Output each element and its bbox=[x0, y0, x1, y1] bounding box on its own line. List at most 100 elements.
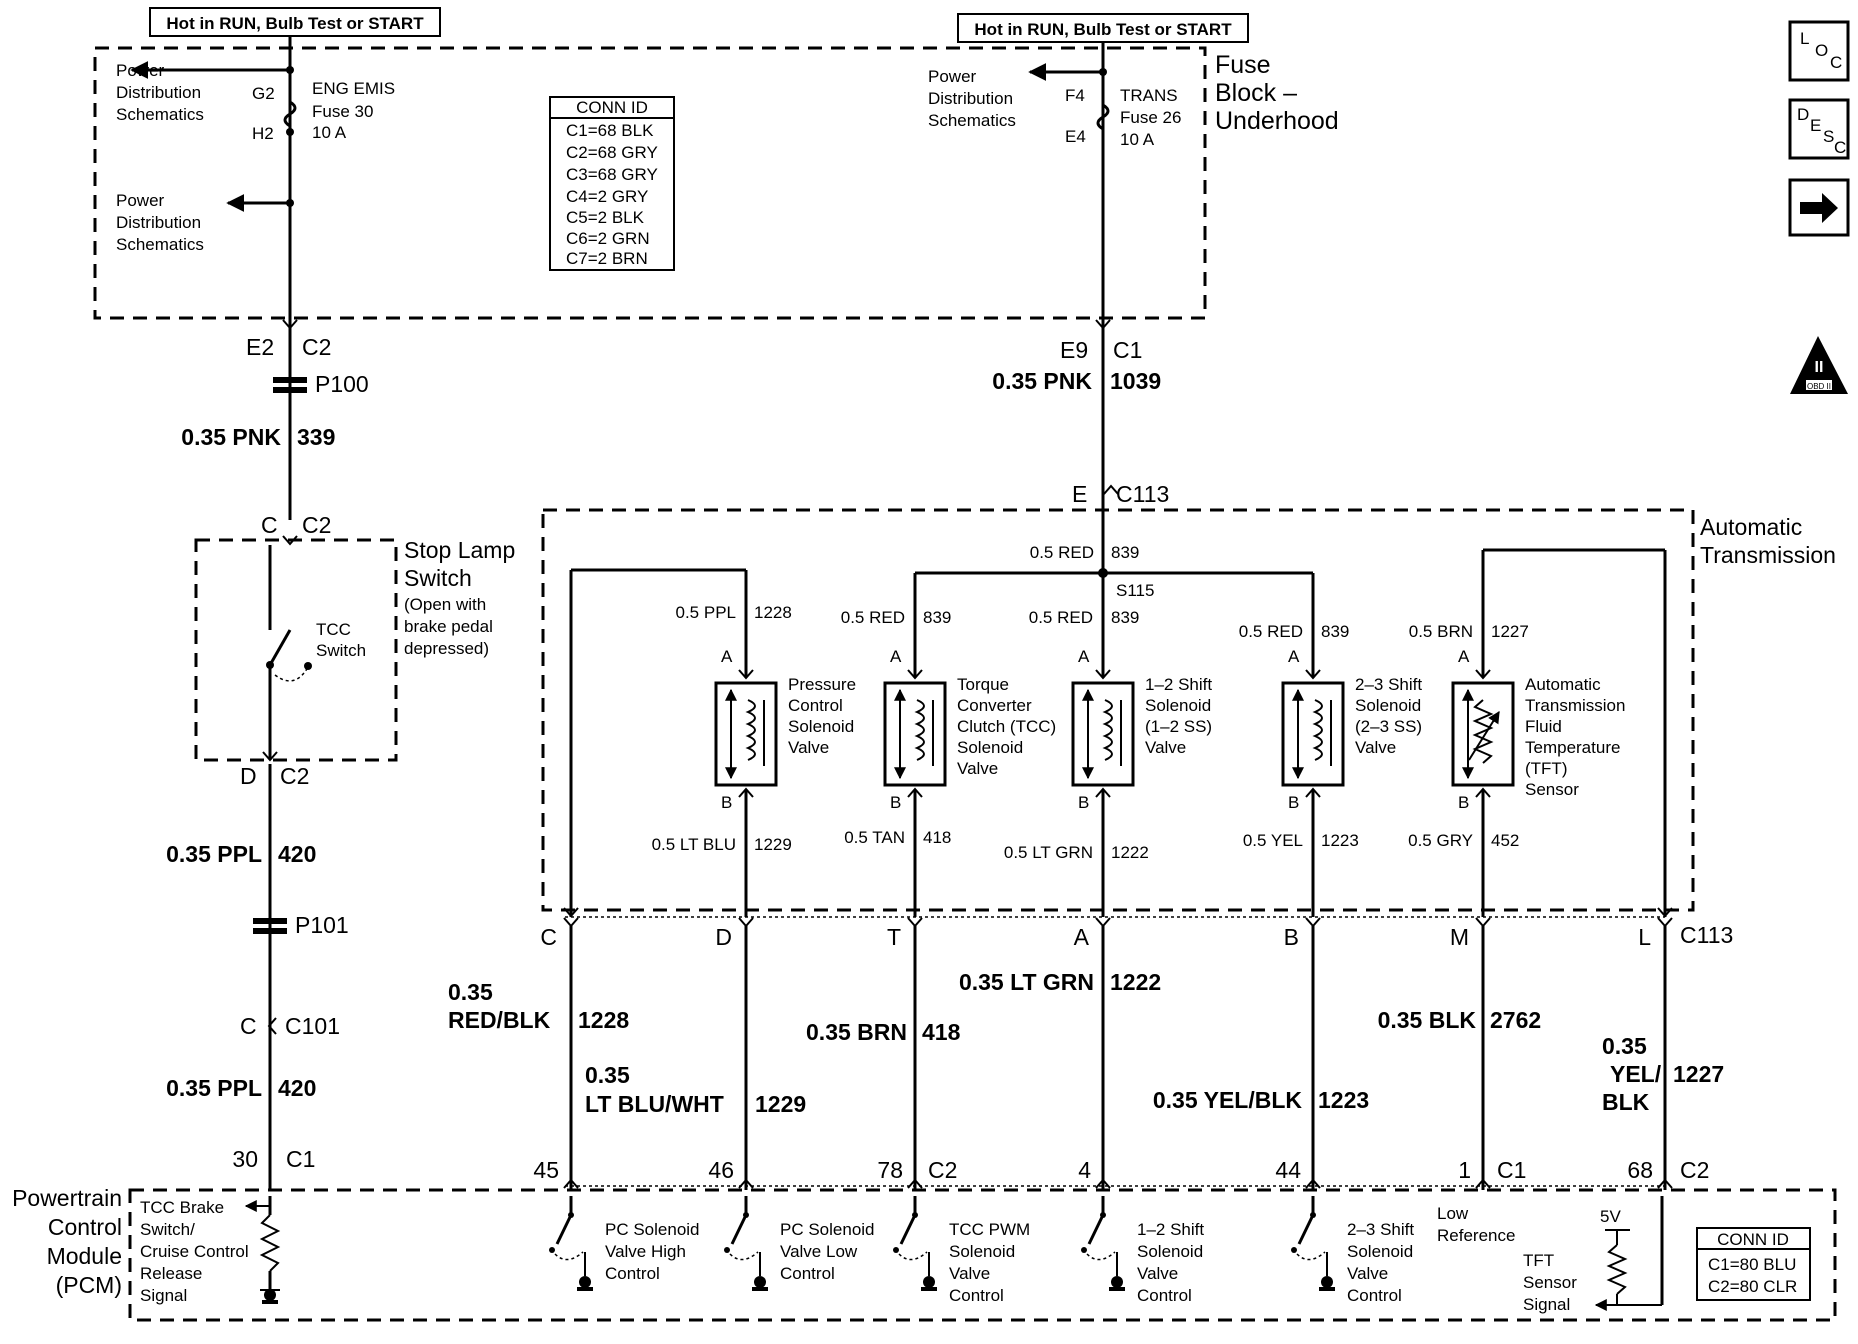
svg-text:10 A: 10 A bbox=[312, 123, 347, 142]
pcm-connector-c1-left: C1 bbox=[286, 1146, 315, 1172]
connector-c2-switch: C2 bbox=[302, 512, 331, 538]
svg-text:Block –: Block – bbox=[1215, 79, 1297, 107]
svg-text:Fuse 30: Fuse 30 bbox=[312, 102, 373, 121]
svg-text:D: D bbox=[1797, 105, 1809, 124]
svg-text:E: E bbox=[1810, 116, 1821, 135]
svg-text:PC Solenoid: PC Solenoid bbox=[605, 1220, 700, 1239]
svg-text:C4=2 GRY: C4=2 GRY bbox=[566, 187, 648, 206]
wire-1222-label: 0.35 LT GRN 1222 bbox=[959, 969, 1161, 995]
svg-text:Valve: Valve bbox=[788, 738, 829, 757]
c113-pin-b: B bbox=[1284, 924, 1299, 950]
svg-text:Control: Control bbox=[605, 1264, 660, 1283]
svg-text:(Open with: (Open with bbox=[404, 595, 486, 614]
svg-text:0.5 YEL: 0.5 YEL bbox=[1243, 831, 1303, 850]
svg-text:0.5 BRN: 0.5 BRN bbox=[1409, 622, 1473, 641]
pcm-connector-c1-right: C1 bbox=[1497, 1157, 1526, 1183]
tft-sensor-signal-label: TFT Sensor Signal bbox=[1523, 1251, 1577, 1314]
desc-button[interactable]: D E S C bbox=[1788, 98, 1850, 160]
svg-text:C3=68 GRY: C3=68 GRY bbox=[566, 165, 658, 184]
svg-text:Solenoid: Solenoid bbox=[1347, 1242, 1413, 1261]
pcm-connector-c2-middle: C2 bbox=[928, 1157, 957, 1183]
right-arrow-icon bbox=[1800, 193, 1838, 223]
fuse26-label: TRANS Fuse 26 10 A bbox=[1120, 86, 1181, 149]
svg-text:1229: 1229 bbox=[754, 835, 792, 854]
svg-text:brake pedal: brake pedal bbox=[404, 617, 493, 636]
tcc-switch-label: TCC Switch bbox=[316, 620, 366, 660]
automatic-transmission-box bbox=[541, 508, 1695, 912]
c113-pin-marker bbox=[1305, 917, 1321, 928]
svg-text:Schematics: Schematics bbox=[928, 111, 1016, 130]
loc-button[interactable]: L O C bbox=[1788, 20, 1850, 82]
svg-text:Stop Lamp: Stop Lamp bbox=[404, 537, 515, 563]
pcm-box bbox=[128, 1188, 1837, 1322]
svg-text:OBD II: OBD II bbox=[1807, 382, 1831, 391]
svg-text:418: 418 bbox=[922, 1019, 961, 1045]
tcc-brake-switch-label: TCC Brake Switch/ Cruise Control Release… bbox=[140, 1198, 249, 1305]
fuse-block-label: Fuse Block – Underhood bbox=[1215, 51, 1339, 135]
fuse30-top-pin: G2 bbox=[252, 84, 275, 103]
svg-text:1227: 1227 bbox=[1673, 1061, 1724, 1087]
svg-text:Solenoid: Solenoid bbox=[949, 1242, 1015, 1261]
svg-text:Valve: Valve bbox=[949, 1264, 990, 1283]
wire-420-number-b: 420 bbox=[278, 1075, 316, 1101]
next-page-button[interactable] bbox=[1788, 178, 1850, 237]
svg-text:2–3 Shift: 2–3 Shift bbox=[1347, 1220, 1414, 1239]
svg-text:(2–3 SS): (2–3 SS) bbox=[1355, 717, 1422, 736]
svg-text:CONN ID: CONN ID bbox=[576, 98, 648, 117]
svg-text:Transmission: Transmission bbox=[1700, 542, 1836, 568]
svg-text:II: II bbox=[1815, 359, 1824, 376]
svg-text:depressed): depressed) bbox=[404, 639, 489, 658]
c113-pin-marker bbox=[738, 917, 754, 928]
connector-c1-feed: C1 bbox=[1113, 337, 1142, 363]
svg-text:Cruise Control: Cruise Control bbox=[140, 1242, 249, 1261]
c113-pin-marker bbox=[1095, 917, 1111, 928]
svg-text:Schematics: Schematics bbox=[116, 105, 204, 124]
svg-text:0.5 GRY: 0.5 GRY bbox=[1408, 831, 1473, 850]
wire-339-number: 339 bbox=[297, 424, 335, 450]
svg-text:TCC: TCC bbox=[316, 620, 351, 639]
svg-text:A: A bbox=[1078, 647, 1090, 666]
svg-text:Control: Control bbox=[1137, 1286, 1192, 1305]
ground-icon bbox=[579, 1276, 591, 1288]
connector-c-c101: C bbox=[240, 1013, 257, 1039]
svg-text:B: B bbox=[721, 793, 732, 812]
svg-text:Fuse 26: Fuse 26 bbox=[1120, 108, 1181, 127]
svg-text:CONN ID: CONN ID bbox=[1717, 1230, 1789, 1249]
wire-1227-label: 0.35 YEL/ BLK 1227 bbox=[1602, 1033, 1724, 1115]
svg-text:Underhood: Underhood bbox=[1215, 107, 1339, 135]
svg-text:0.5 TAN: 0.5 TAN bbox=[844, 828, 905, 847]
splice-wire-number: 839 bbox=[1111, 543, 1139, 562]
pcm-label: Powertrain Control Module (PCM) bbox=[12, 1185, 122, 1298]
tft-pullup-resistor bbox=[1606, 1244, 1628, 1295]
svg-text:Control: Control bbox=[780, 1264, 835, 1283]
svg-text:1227: 1227 bbox=[1491, 622, 1529, 641]
svg-text:C: C bbox=[1830, 53, 1842, 72]
connector-c101: C101 bbox=[285, 1013, 340, 1039]
svg-text:(TFT): (TFT) bbox=[1525, 759, 1567, 778]
svg-text:1222: 1222 bbox=[1111, 843, 1149, 862]
svg-text:Valve Low: Valve Low bbox=[780, 1242, 858, 1261]
c113-pin-d: D bbox=[715, 924, 732, 950]
svg-text:Fuse: Fuse bbox=[1215, 51, 1271, 79]
pcm-pin-45: 45 bbox=[533, 1157, 559, 1183]
svg-text:Release: Release bbox=[140, 1264, 202, 1283]
power-distribution-label-3: Power Distribution Schematics bbox=[928, 67, 1016, 130]
svg-text:Valve: Valve bbox=[1137, 1264, 1178, 1283]
svg-text:1228: 1228 bbox=[578, 1007, 629, 1033]
svg-text:Valve: Valve bbox=[1347, 1264, 1388, 1283]
svg-text:0.5 RED: 0.5 RED bbox=[1239, 622, 1303, 641]
svg-text:839: 839 bbox=[1321, 622, 1349, 641]
svg-text:452: 452 bbox=[1491, 831, 1519, 850]
svg-text:1223: 1223 bbox=[1318, 1087, 1369, 1113]
connector-e2: E2 bbox=[246, 334, 274, 360]
pcm-pin-30: 30 bbox=[232, 1146, 258, 1172]
obd-ii-badge[interactable]: OBD II II bbox=[1790, 336, 1848, 394]
svg-text:YEL/: YEL/ bbox=[1610, 1061, 1662, 1087]
svg-text:Solenoid: Solenoid bbox=[1137, 1242, 1203, 1261]
svg-text:(PCM): (PCM) bbox=[56, 1272, 122, 1298]
svg-text:TFT: TFT bbox=[1523, 1251, 1554, 1270]
svg-text:C: C bbox=[1834, 138, 1846, 157]
